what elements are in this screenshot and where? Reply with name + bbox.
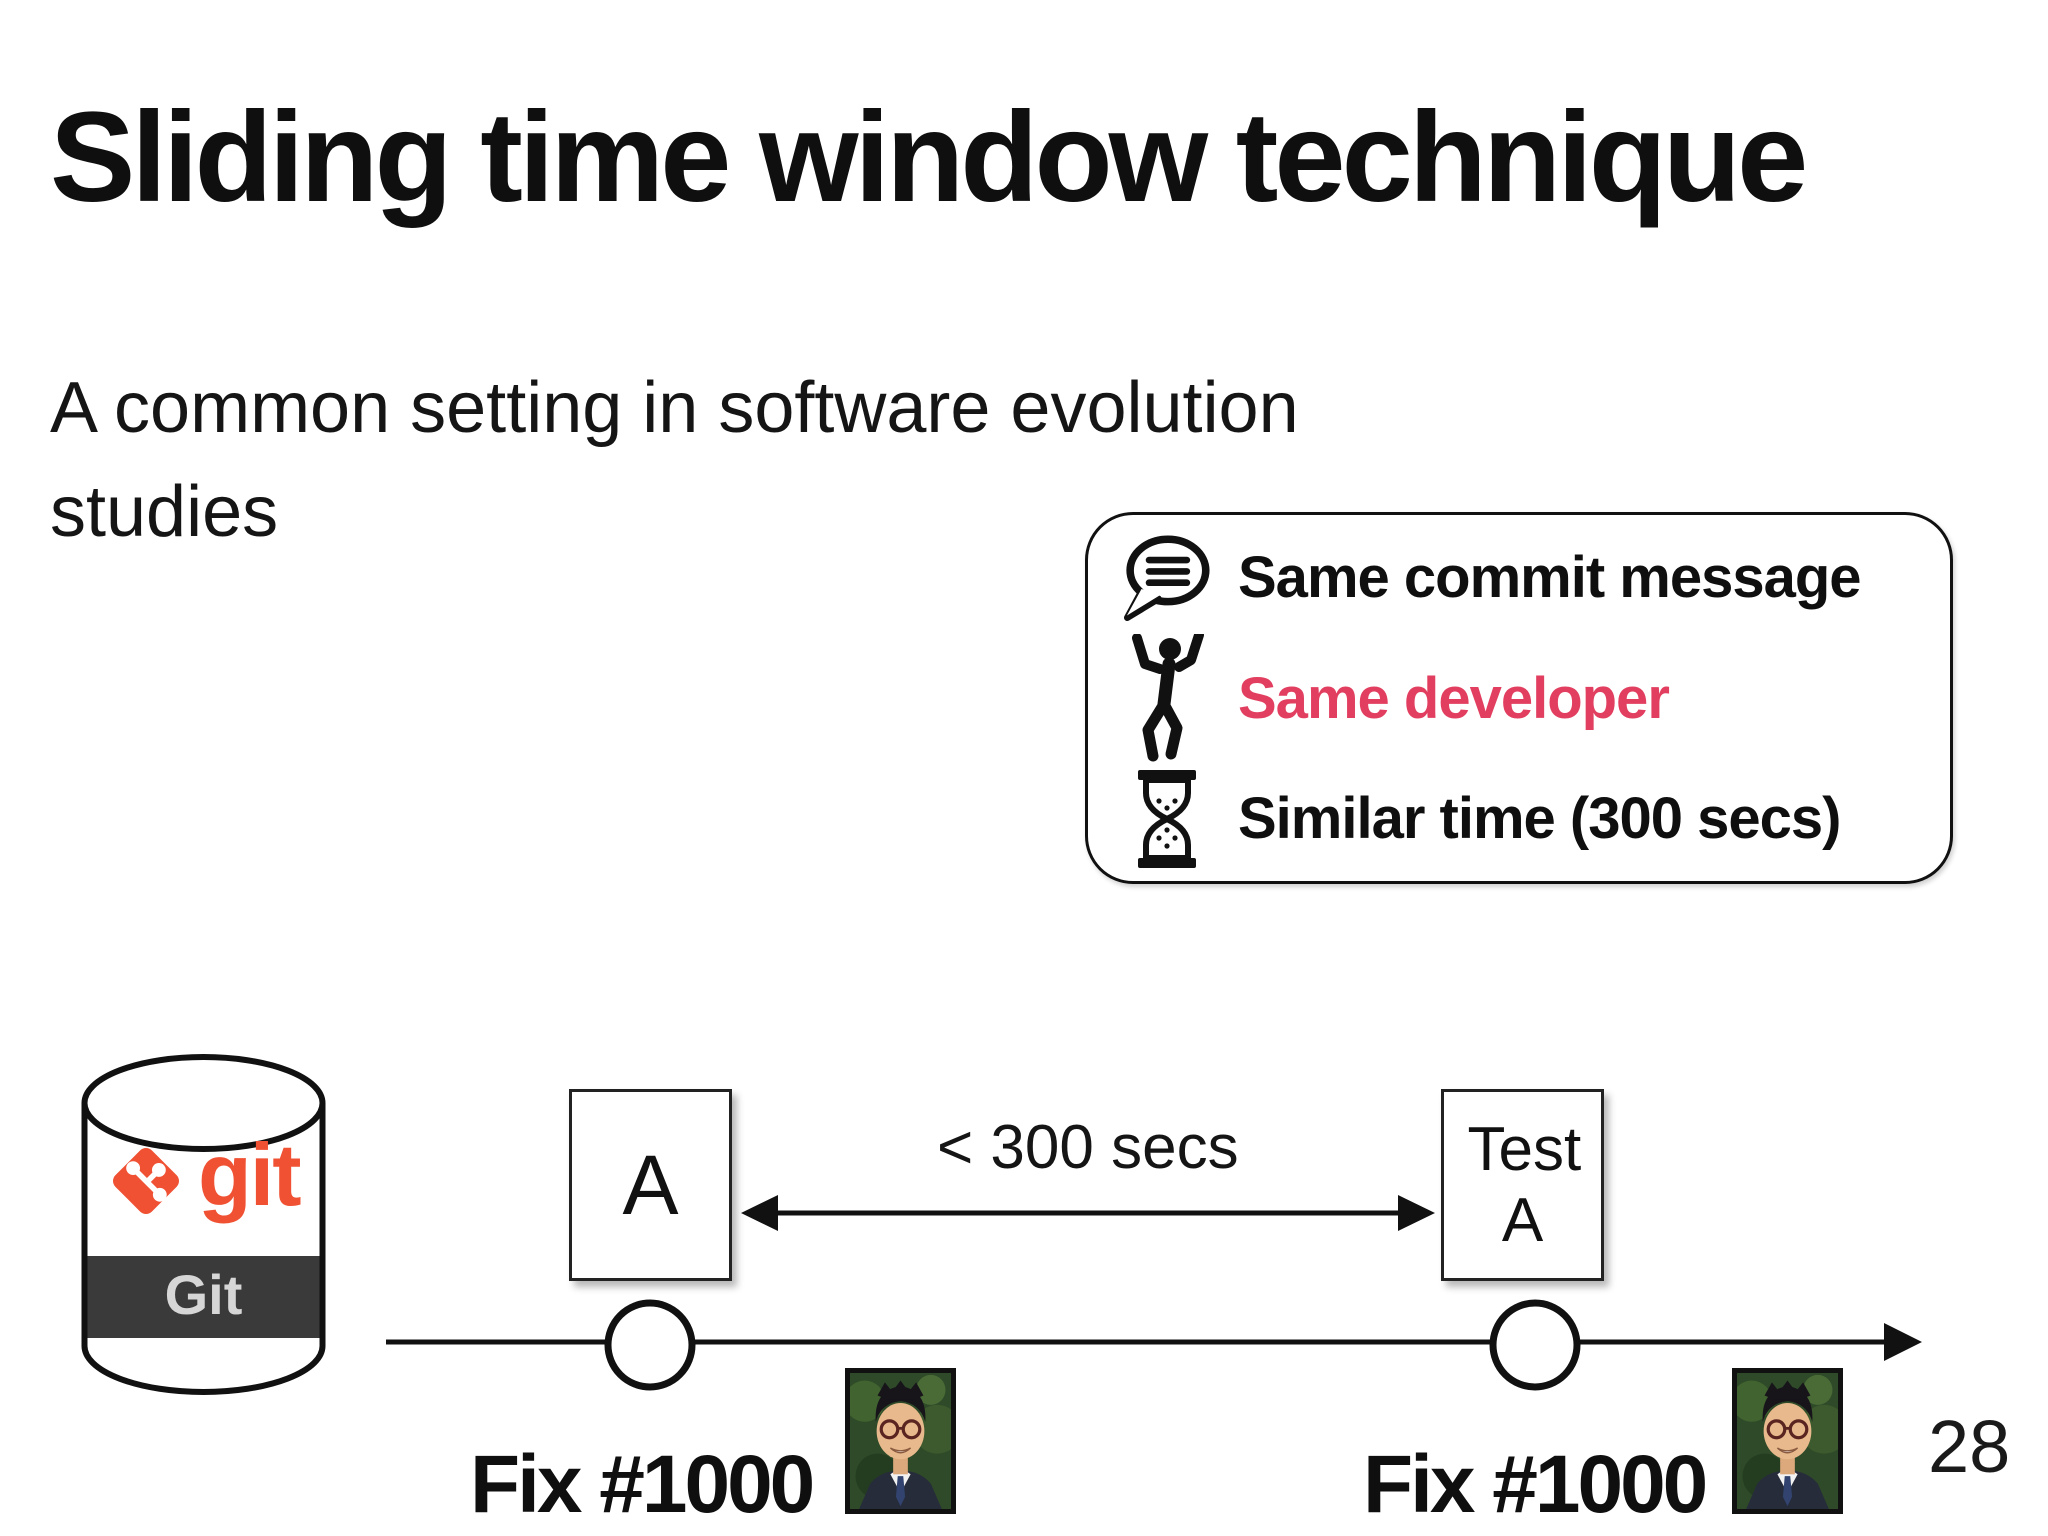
change-box-test-a: Test A [1441,1089,1604,1281]
git-logo-icon [112,1147,180,1214]
criteria-label-developer: Same developer [1238,665,1670,731]
commit-node-1 [604,1299,696,1391]
commit-message-2: Fix #1000 [1363,1439,1708,1530]
change-box-test-a-label: Test A [1467,1114,1582,1255]
developer-avatar-1 [845,1368,956,1514]
criteria-row-commit-message: Same commit message [1106,521,1924,634]
change-box-a: A [569,1089,732,1281]
criteria-label-similar-time: Similar time (300 secs) [1238,786,1841,851]
person-icon [1106,634,1228,762]
speech-bubble-icon [1106,532,1228,624]
subtitle: A common setting in software evolution s… [50,368,1299,553]
page-title: Sliding time window technique [50,86,1808,229]
gap-arrow-left-head [741,1195,778,1231]
developer-avatar-2 [1732,1368,1843,1514]
commit-node-2 [1489,1299,1581,1391]
gap-duration-label: < 300 secs [937,1113,1239,1182]
timeline-arrowhead [1884,1323,1922,1361]
hourglass-icon [1106,768,1228,870]
git-logo-text: git [198,1124,302,1224]
criteria-label-commit-message: Same commit message [1238,545,1862,610]
git-logo: git [100,1128,315,1233]
commit-message-1: Fix #1000 [470,1439,815,1530]
gap-arrow-right-head [1398,1195,1435,1231]
page-number: 28 [1928,1405,2011,1488]
criteria-box: Same commit message Same developer [1085,512,1953,884]
criteria-row-developer: Same developer [1106,634,1924,762]
git-cylinder-band-label: Git [164,1263,243,1326]
criteria-row-similar-time: Similar time (300 secs) [1106,762,1924,875]
change-box-a-label: A [622,1137,679,1232]
